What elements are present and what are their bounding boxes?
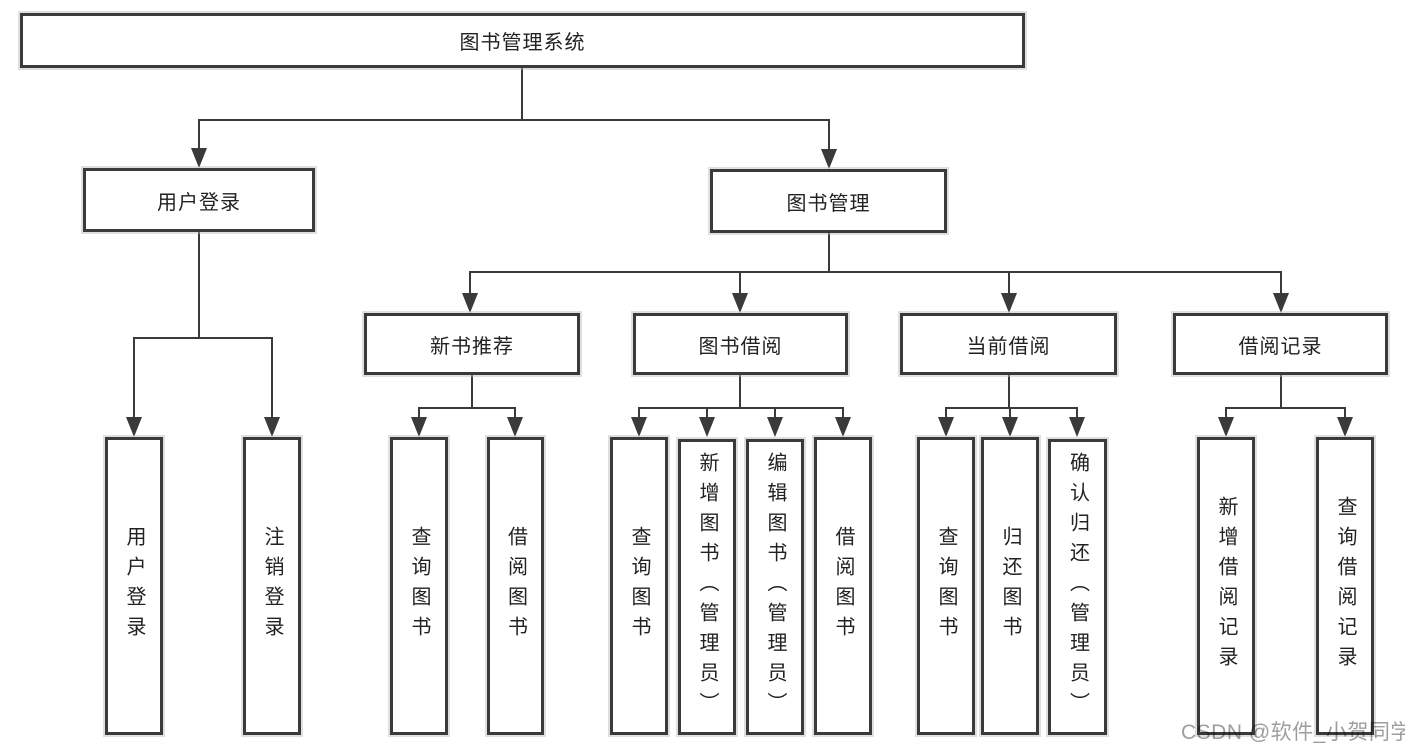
leaf-logout: 注销登录 bbox=[243, 437, 301, 735]
node-user-login-group: 用户登录 bbox=[83, 168, 315, 232]
connector-leaf bbox=[1009, 407, 1011, 421]
connector-book-borrow-bus bbox=[638, 407, 844, 409]
connector-to-book-management bbox=[828, 119, 830, 151]
csdn-watermark: CSDN @软件_小贺同学 bbox=[1181, 721, 1405, 744]
arrow-down-icon bbox=[264, 417, 280, 437]
leaf-borrow-books-recommend: 借阅图书 bbox=[487, 437, 544, 735]
connector-new-books-bus bbox=[418, 407, 516, 409]
leaf-query-books-recommend: 查询图书 bbox=[390, 437, 448, 735]
leaf-edit-books-admin: 编辑图书（管理员） bbox=[746, 439, 804, 735]
connector-to-new-books bbox=[469, 271, 471, 297]
connector-borrow-records-bus bbox=[1225, 407, 1346, 409]
connector-root-bus bbox=[198, 119, 830, 121]
node-library-management-system: 图书管理系统 bbox=[20, 13, 1025, 68]
connector-user-login-bus bbox=[133, 337, 273, 339]
node-borrow-records: 借阅记录 bbox=[1173, 313, 1388, 375]
leaf-borrow-books: 借阅图书 bbox=[814, 437, 872, 735]
connector-current-borrow-stem bbox=[1008, 375, 1010, 407]
arrow-down-icon bbox=[938, 417, 954, 437]
arrow-down-icon bbox=[507, 417, 523, 437]
connector-leaf bbox=[514, 407, 516, 421]
connector-leaf bbox=[1076, 407, 1078, 421]
leaf-confirm-return-admin: 确认归还（管理员） bbox=[1048, 439, 1107, 735]
connector-book-mgmt-stem bbox=[828, 233, 830, 271]
leaf-query-borrow-record: 查询借阅记录 bbox=[1316, 437, 1374, 735]
connector-book-mgmt-bus bbox=[469, 271, 1282, 273]
connector-book-borrow-stem bbox=[739, 375, 741, 407]
arrow-down-icon bbox=[1002, 417, 1018, 437]
arrow-down-icon bbox=[1069, 417, 1085, 437]
node-current-borrow: 当前借阅 bbox=[900, 313, 1117, 375]
node-book-management: 图书管理 bbox=[710, 169, 947, 233]
connector-leaf bbox=[945, 407, 947, 421]
connector-new-books-stem bbox=[471, 375, 473, 407]
connector-user-login-stem bbox=[198, 232, 200, 337]
arrow-down-icon bbox=[1337, 417, 1353, 437]
leaf-add-books-admin: 新增图书（管理员） bbox=[678, 439, 736, 735]
arrow-down-icon bbox=[1001, 293, 1017, 313]
leaf-user-login: 用户登录 bbox=[105, 437, 163, 735]
arrow-down-icon bbox=[462, 293, 478, 313]
arrow-down-icon bbox=[732, 293, 748, 313]
arrow-down-icon bbox=[767, 417, 783, 437]
node-new-book-recommend: 新书推荐 bbox=[364, 313, 580, 375]
leaf-return-books: 归还图书 bbox=[981, 437, 1039, 735]
connector-to-user-login bbox=[198, 119, 200, 151]
leaf-add-borrow-record: 新增借阅记录 bbox=[1197, 437, 1255, 735]
arrow-down-icon bbox=[1273, 293, 1289, 313]
leaf-query-books-borrow: 查询图书 bbox=[610, 437, 668, 735]
connector-leaf bbox=[1225, 407, 1227, 421]
arrow-down-icon bbox=[191, 148, 207, 168]
arrow-down-icon bbox=[126, 417, 142, 437]
connector-leaf bbox=[1344, 407, 1346, 421]
arrow-down-icon bbox=[699, 417, 715, 437]
connector-leaf bbox=[774, 407, 776, 421]
connector-to-leaf-logout bbox=[271, 337, 273, 419]
connector-leaf bbox=[638, 407, 640, 421]
connector-leaf bbox=[842, 407, 844, 421]
arrow-down-icon bbox=[411, 417, 427, 437]
connector-borrow-records-stem bbox=[1280, 375, 1282, 407]
connector-leaf bbox=[706, 407, 708, 421]
connector-to-leaf-user-login bbox=[133, 337, 135, 419]
connector-to-book-borrow bbox=[739, 271, 741, 297]
connector-to-current-borrow bbox=[1008, 271, 1010, 297]
arrow-down-icon bbox=[631, 417, 647, 437]
leaf-query-books-current: 查询图书 bbox=[917, 437, 975, 735]
arrow-down-icon bbox=[835, 417, 851, 437]
connector-to-borrow-records bbox=[1280, 271, 1282, 297]
connector-current-borrow-bus bbox=[945, 407, 1078, 409]
arrow-down-icon bbox=[1218, 417, 1234, 437]
node-book-borrow: 图书借阅 bbox=[633, 313, 848, 375]
arrow-down-icon bbox=[821, 149, 837, 169]
connector-leaf bbox=[418, 407, 420, 421]
connector-root-stem bbox=[521, 68, 523, 119]
